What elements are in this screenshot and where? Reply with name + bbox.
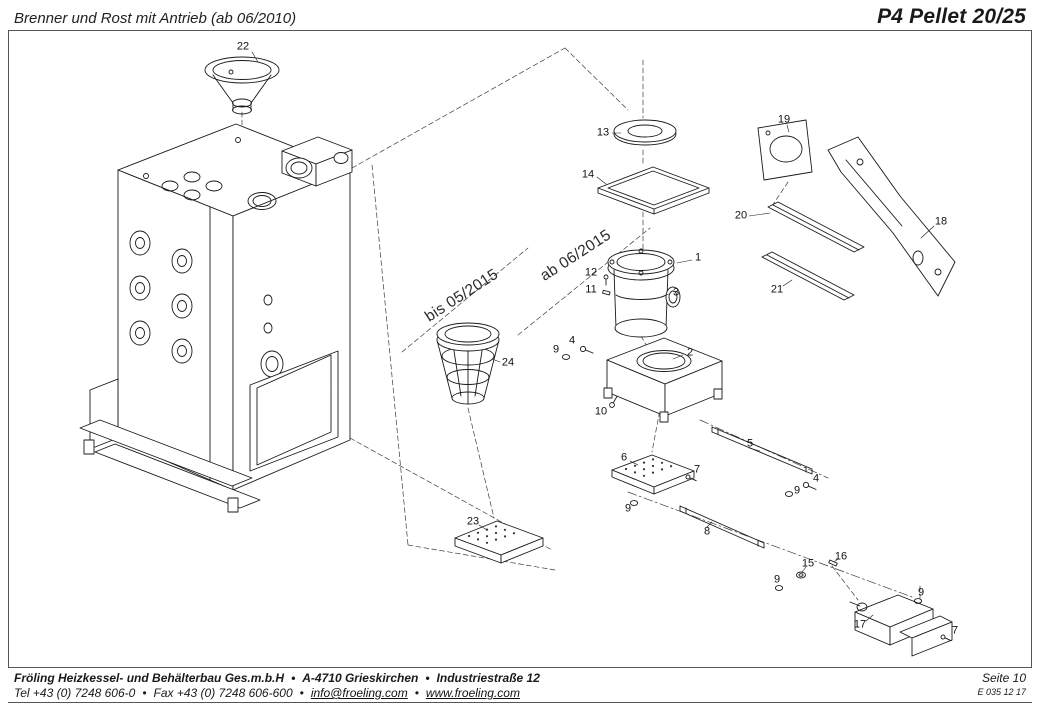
ring-13: [613, 119, 677, 146]
phone-number: Tel +43 (0) 7248 606-0: [14, 686, 136, 700]
hardware-fasteners: [561, 274, 952, 642]
page-number: Seite 10: [981, 671, 1026, 685]
footer-right: Seite 10 E 035 12 17: [977, 671, 1026, 698]
housing-2: [603, 337, 723, 423]
page-footer: Fröling Heizkessel- und Behälterbau Ges.…: [14, 671, 1026, 701]
doc-number: E 035 12 17: [977, 687, 1026, 697]
page-header: Brenner und Rost mit Antrieb (ab 06/2010…: [14, 3, 1026, 29]
page-title: Brenner und Rost mit Antrieb (ab 06/2010…: [14, 10, 297, 27]
bullet-separator: •: [425, 671, 430, 685]
company-name: Fröling Heizkessel- und Behälterbau Ges.…: [14, 671, 285, 685]
bullet-separator: •: [142, 686, 147, 700]
fan-assembly: [281, 136, 353, 187]
cone-burner-24: [436, 322, 500, 405]
plate-19: [757, 119, 813, 181]
company-street: Industriestraße 12: [436, 671, 540, 685]
rail-21: [761, 251, 855, 301]
company-city: A-4710 Grieskirchen: [302, 671, 419, 685]
motor-17: [849, 594, 953, 657]
email-link[interactable]: info@froeling.com: [310, 686, 408, 700]
rod-5: [711, 426, 813, 475]
grate-23: [454, 520, 544, 564]
grate-6: [611, 454, 695, 495]
website-link[interactable]: www.froeling.com: [425, 686, 520, 700]
product-title: P4 Pellet 20/25: [877, 5, 1026, 28]
company-line: Fröling Heizkessel- und Behälterbau Ges.…: [14, 671, 540, 686]
boiler-body: [79, 123, 351, 513]
gasket-frame-14: [597, 166, 710, 215]
bullet-separator: •: [414, 686, 419, 700]
burner-3: [607, 248, 681, 338]
axis-lines: [627, 419, 913, 598]
rail-20: [767, 201, 865, 253]
bullet-separator: •: [299, 686, 304, 700]
bullet-separator: •: [291, 671, 296, 685]
contact-line: Tel +43 (0) 7248 606-0 • Fax +43 (0) 7248 …: [14, 686, 540, 701]
funnel-22: [204, 56, 280, 115]
rod-8: [679, 505, 765, 549]
bracket-18: [827, 136, 956, 297]
fax-number: Fax +43 (0) 7248 606-600: [153, 686, 293, 700]
bottom-rule: [8, 702, 1032, 703]
footer-left: Fröling Heizkessel- und Behälterbau Ges.…: [14, 671, 540, 701]
leader-lines: [251, 51, 935, 622]
